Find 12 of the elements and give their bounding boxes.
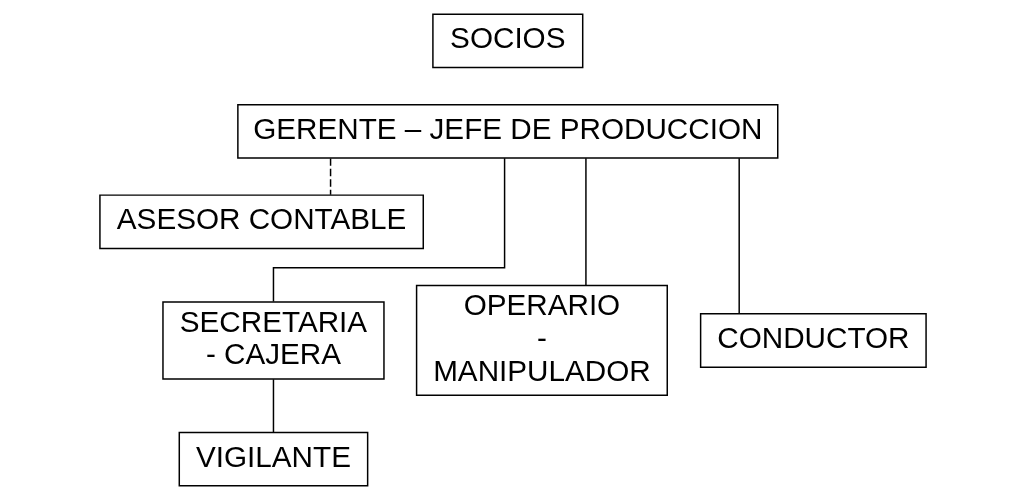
node-box: OPERARIO - MANIPULADOR — [415, 284, 668, 397]
node-box: SECRETARIA - CAJERA — [162, 301, 385, 380]
node-box: SOCIOS — [432, 13, 584, 69]
connector — [738, 157, 740, 315]
node-box: CONDUCTOR — [699, 313, 927, 368]
connector — [329, 157, 332, 196]
connector — [585, 157, 587, 287]
connector — [272, 157, 506, 303]
node-box: VIGILANTE — [178, 431, 369, 487]
node-box: ASESOR CONTABLE — [99, 194, 424, 250]
node-box: GERENTE – JEFE DE PRODUCCION — [237, 103, 779, 159]
connector — [272, 378, 275, 433]
